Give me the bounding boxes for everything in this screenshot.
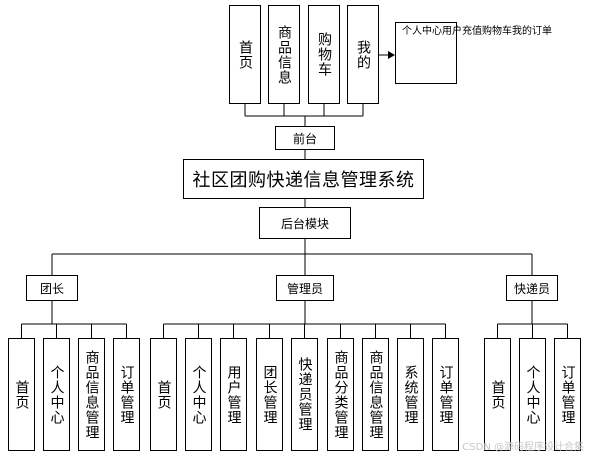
role-box-2: 管理员: [276, 275, 334, 301]
role-2-module-8: 系统管理: [397, 338, 424, 451]
frontend-module-2: 商品信息: [268, 5, 300, 104]
role-1-module-4: 订单管理: [113, 338, 140, 451]
role-3-module-1: 首页: [484, 338, 511, 451]
my-submenu-item-1: 个人中心: [402, 26, 442, 37]
my-arrow-head: [388, 51, 395, 59]
my-submenu-list: 个人中心用户充值购物车我的订单: [395, 22, 552, 84]
role-3-module-3: 订单管理: [554, 338, 581, 451]
watermark: CSDN @源码程序设计合集: [462, 442, 584, 453]
frontend-module-1: 首页: [229, 5, 261, 104]
role-1-module-1: 首页: [8, 338, 35, 451]
frontend-label-box: 前台: [275, 126, 335, 150]
role-2-module-5: 快递员管理: [291, 338, 318, 451]
role-2-module-6: 商品分类管理: [327, 338, 354, 451]
role-2-module-1: 首页: [150, 338, 177, 451]
frontend-module-3: 购物车: [308, 5, 340, 104]
role-2-module-9: 订单管理: [432, 338, 459, 451]
role-1-module-3: 商品信息管理: [78, 338, 105, 451]
role-3-module-2: 个人中心: [519, 338, 546, 451]
system-title-box: 社区团购快递信息管理系统: [183, 159, 424, 199]
my-submenu-item-2: 用户充值: [442, 26, 482, 37]
role-1-module-2: 个人中心: [43, 338, 70, 451]
backend-label-box: 后台模块: [259, 207, 351, 239]
role-box-1: 团长: [26, 275, 78, 301]
role-box-3: 快递员: [506, 275, 558, 301]
role-2-module-4: 团长管理: [256, 338, 283, 451]
role-2-module-7: 商品信息管理: [362, 338, 389, 451]
frontend-module-4: 我的: [347, 5, 379, 104]
role-2-module-3: 用户管理: [220, 338, 247, 451]
role-2-module-2: 个人中心: [185, 338, 212, 451]
my-submenu-item-3: 购物车: [482, 26, 512, 37]
my-submenu-item-4: 我的订单: [512, 26, 552, 37]
